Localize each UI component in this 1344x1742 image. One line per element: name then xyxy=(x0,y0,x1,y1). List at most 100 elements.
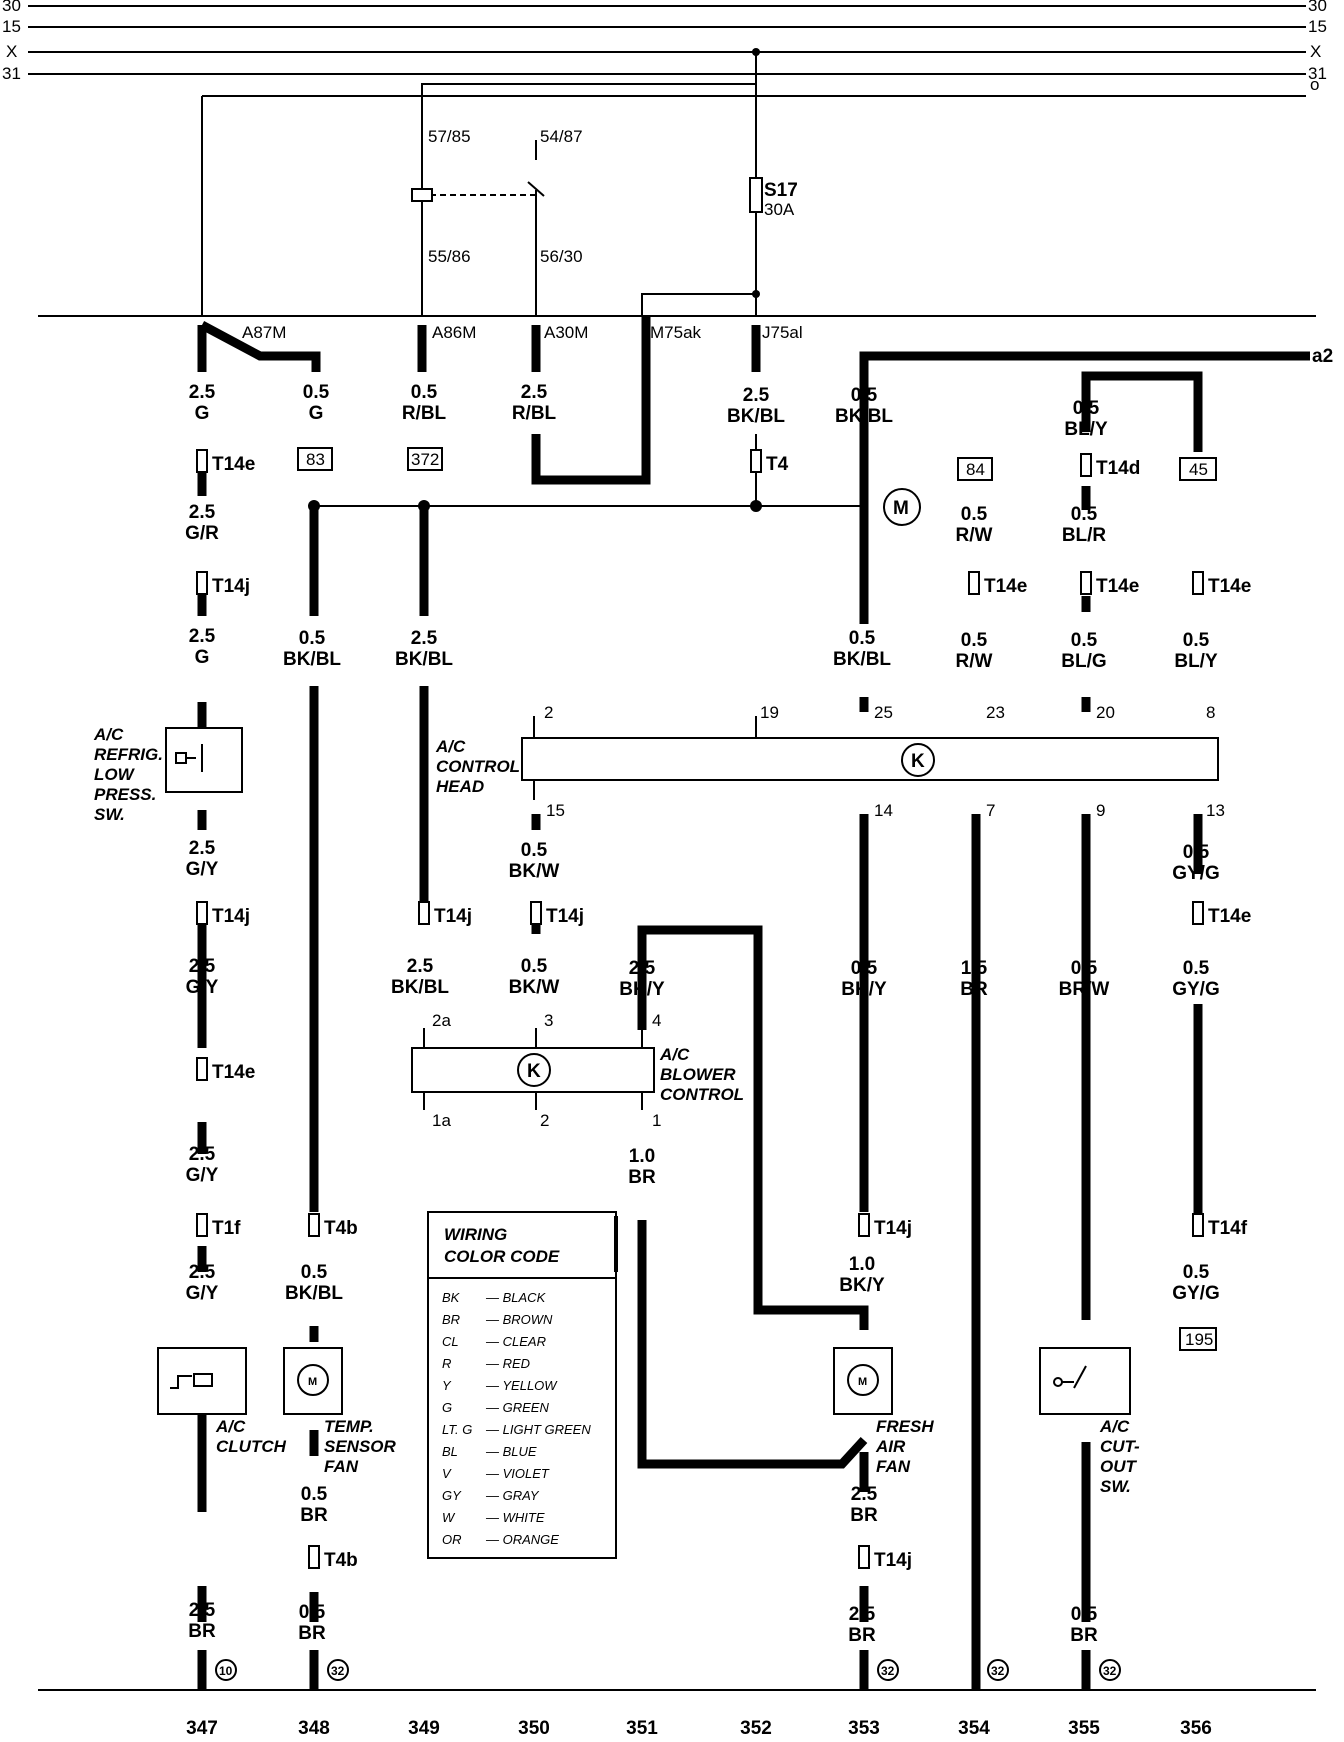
bus-label-31-right: 31 xyxy=(1308,64,1327,83)
fresh-air-fan-label: FRESH xyxy=(876,1417,934,1436)
wire-gauge: 0.5 xyxy=(1071,1604,1098,1625)
legend-code: OR xyxy=(442,1532,462,1547)
wire-gauge: 0.5 xyxy=(1071,958,1098,979)
connector-label: A87M xyxy=(242,323,286,342)
low-pressure-switch-label: A/C REFRIG. LOW PRESS. SW. xyxy=(93,725,163,824)
column-number: 350 xyxy=(518,1718,550,1739)
clutch-icon xyxy=(170,1373,213,1389)
connector-label: M75ak xyxy=(650,323,702,342)
wire-color: BR xyxy=(298,1623,326,1644)
wire-gauge: 0.5 xyxy=(1183,842,1210,863)
ac-control-head-box xyxy=(521,737,1219,781)
blower-control-pin: 1a xyxy=(432,1111,451,1130)
low-pressure-switch-box xyxy=(165,727,243,793)
plug-label: T14e xyxy=(1096,576,1139,597)
wire-gauge: 0.5 xyxy=(851,958,878,979)
wire-color: BK/BL xyxy=(833,649,891,670)
wire-color: GY/G xyxy=(1172,863,1220,884)
motor-symbol-ring xyxy=(883,488,921,526)
legend-color-name: — CLEAR xyxy=(485,1334,546,1349)
ac-cutout-switch-label: OUT xyxy=(1100,1457,1138,1476)
a2-label: a2 xyxy=(1312,346,1333,367)
legend-color-name: — WHITE xyxy=(485,1510,545,1525)
ref-box-label: 83 xyxy=(306,450,325,469)
wire-color: BL/R xyxy=(1062,525,1107,546)
blower-control-k-ring xyxy=(517,1053,551,1087)
wire-labels: 2.5 G 0.5 G 0.5 R/BL 2.5 R/BL 2.5 BK/BL … xyxy=(185,382,1220,1646)
wire-gauge: 2.5 xyxy=(407,956,434,977)
wire-color: G xyxy=(195,647,210,668)
wire-gauge: 2.5 xyxy=(189,1262,216,1283)
plug-label: T4 xyxy=(766,454,789,475)
temp-sensor-fan-label: SENSOR xyxy=(324,1437,397,1456)
junction-dot xyxy=(418,500,430,512)
wire-color: G/Y xyxy=(186,1165,219,1186)
wire-color: BR xyxy=(1070,1625,1098,1646)
blower-control-pin: 2 xyxy=(540,1111,549,1130)
ac-clutch-box xyxy=(157,1347,247,1415)
wire-color: BK/W xyxy=(509,977,560,998)
ac-cutout-switch-label: SW. xyxy=(1100,1477,1131,1496)
wire-gauge: 2.5 xyxy=(189,838,216,859)
relay-pin-label: 57/85 xyxy=(428,127,471,146)
wire-color: BR/W xyxy=(1059,979,1110,1000)
wire-gauge: 2.5 xyxy=(629,958,656,979)
wire-color: BR xyxy=(850,1505,878,1526)
ref-box-label: 195 xyxy=(1185,1330,1213,1349)
control-head-pin: 13 xyxy=(1206,801,1225,820)
fuse-name: S17 xyxy=(764,180,798,201)
wire-color: BK/Y xyxy=(839,1275,885,1296)
bus-label-x-left: X xyxy=(6,42,17,61)
wire-color: BR xyxy=(848,1625,876,1646)
wire-gauge: 2.5 xyxy=(189,956,216,977)
wire-gauge: 0.5 xyxy=(1183,1262,1210,1283)
plug-label: T14j xyxy=(212,906,250,927)
legend-color-name: — YELLOW xyxy=(485,1378,558,1393)
plug-label: T14j xyxy=(434,906,472,927)
wire-gauge: 0.5 xyxy=(849,628,876,649)
relay-pin-label: 55/86 xyxy=(428,247,471,266)
ac-control-head-label: HEAD xyxy=(436,777,484,796)
column-number: 352 xyxy=(740,1718,772,1739)
column-number: 349 xyxy=(408,1718,440,1739)
blower-control-k-letter: K xyxy=(527,1061,541,1082)
ground-number: 32 xyxy=(331,1664,345,1678)
wire-gauge: 0.5 xyxy=(411,382,438,403)
wire-gauge: 1.0 xyxy=(629,1146,655,1167)
reference-boxes xyxy=(297,447,1217,1351)
column-number: 348 xyxy=(298,1718,330,1739)
wire-gauge: 2.5 xyxy=(849,1604,876,1625)
legend-color-name: — BROWN xyxy=(485,1312,553,1327)
control-head-pin-stubs xyxy=(533,716,757,800)
blower-control-pin: 3 xyxy=(544,1011,553,1030)
color-code-legend-box xyxy=(427,1211,617,1559)
wire-color: BK/BL xyxy=(285,1283,343,1304)
plug-label: T1f xyxy=(212,1218,241,1239)
connector-label: A86M xyxy=(432,323,476,342)
wire-gauge: 1.5 xyxy=(961,958,988,979)
junction-dot xyxy=(752,290,760,298)
ref-box-label: 84 xyxy=(966,460,985,479)
wire-gauge: 2.5 xyxy=(189,1144,216,1165)
wire-color: GY/G xyxy=(1172,979,1220,1000)
blower-control-pin: 1 xyxy=(652,1111,661,1130)
wire-gauge: 0.5 xyxy=(521,840,548,861)
fresh-air-fan-label: FAN xyxy=(876,1457,911,1476)
wire-gauge: 2.5 xyxy=(743,385,770,406)
wire-gauge: 0.5 xyxy=(1071,504,1098,525)
wire-gauge: 2.5 xyxy=(521,382,548,403)
wire-gauge: 0.5 xyxy=(961,630,988,651)
bus-label-15-right: 15 xyxy=(1308,17,1327,36)
ac-cutout-switch-label: CUT- xyxy=(1100,1437,1140,1456)
plug-label: T14e xyxy=(212,454,255,475)
fuse-body xyxy=(749,177,763,213)
control-head-k-letter: K xyxy=(911,751,925,772)
ac-blower-control-label: CONTROL xyxy=(660,1085,744,1104)
wire-color: BK/Y xyxy=(619,979,665,1000)
plug-label: T14j xyxy=(874,1550,912,1571)
control-head-pin: 8 xyxy=(1206,703,1215,722)
plug-label: T14e xyxy=(1208,906,1251,927)
column-number: 351 xyxy=(626,1718,658,1739)
